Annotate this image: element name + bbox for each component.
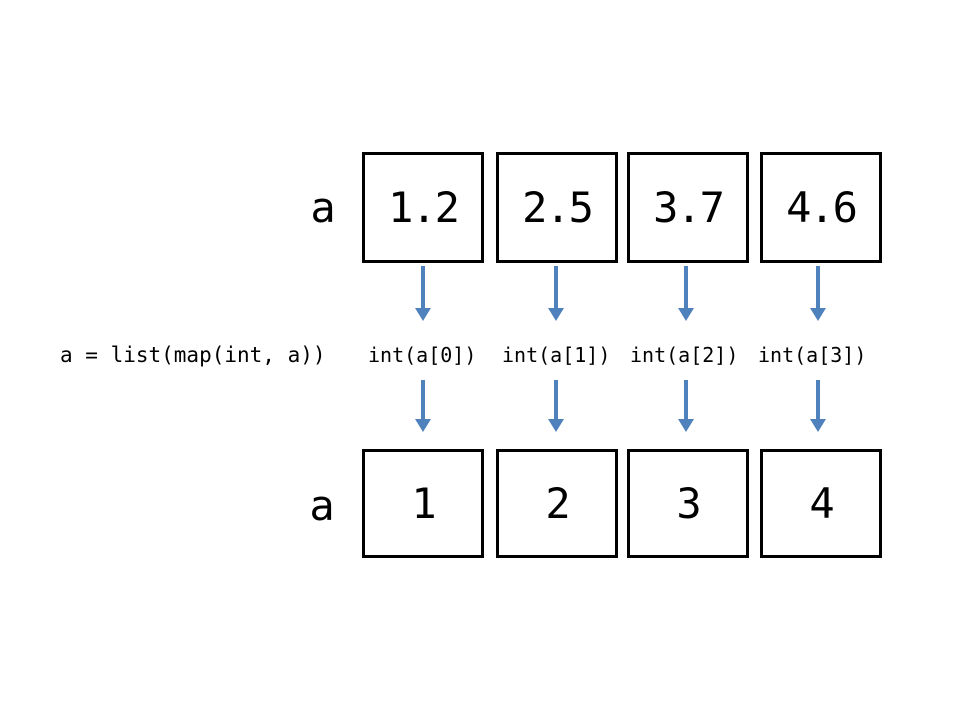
arrow-head	[415, 308, 431, 321]
top-array-cell-0: 1.2	[362, 152, 484, 263]
bottom-array-cell-3: 4	[760, 449, 882, 558]
conversion-label-3: int(a[3])	[758, 343, 867, 367]
down-arrow-icon	[810, 380, 826, 432]
arrow-shaft	[816, 380, 820, 419]
conversion-label-2: int(a[2])	[630, 343, 739, 367]
down-arrow-icon	[678, 266, 694, 321]
top-array-cell-1: 2.5	[496, 152, 618, 263]
bottom-array-cell-2: 3	[627, 449, 749, 558]
arrow-head	[678, 308, 694, 321]
arrow-shaft	[684, 380, 688, 419]
bottom-array-cell-1: 2	[496, 449, 618, 558]
arrow-shaft	[421, 380, 425, 419]
arrow-shaft	[421, 266, 425, 308]
arrow-shaft	[554, 266, 558, 308]
arrow-shaft	[684, 266, 688, 308]
conversion-label-0: int(a[0])	[368, 343, 477, 367]
down-arrow-icon	[678, 380, 694, 432]
top-array-label: a	[310, 183, 336, 232]
arrow-head	[810, 419, 826, 432]
arrow-head	[548, 419, 564, 432]
down-arrow-icon	[548, 380, 564, 432]
code-expression-label: a = list(map(int, a))	[60, 343, 326, 367]
bottom-array-cell-0: 1	[362, 449, 484, 558]
conversion-label-1: int(a[1])	[502, 343, 611, 367]
arrow-head	[678, 419, 694, 432]
arrow-head	[548, 308, 564, 321]
bottom-array-label: a	[309, 481, 335, 530]
top-array-cell-3: 4.6	[760, 152, 882, 263]
down-arrow-icon	[548, 266, 564, 321]
arrow-head	[415, 419, 431, 432]
arrow-shaft	[816, 266, 820, 308]
down-arrow-icon	[810, 266, 826, 321]
top-array-cell-2: 3.7	[627, 152, 749, 263]
arrow-shaft	[554, 380, 558, 419]
down-arrow-icon	[415, 380, 431, 432]
down-arrow-icon	[415, 266, 431, 321]
arrow-head	[810, 308, 826, 321]
